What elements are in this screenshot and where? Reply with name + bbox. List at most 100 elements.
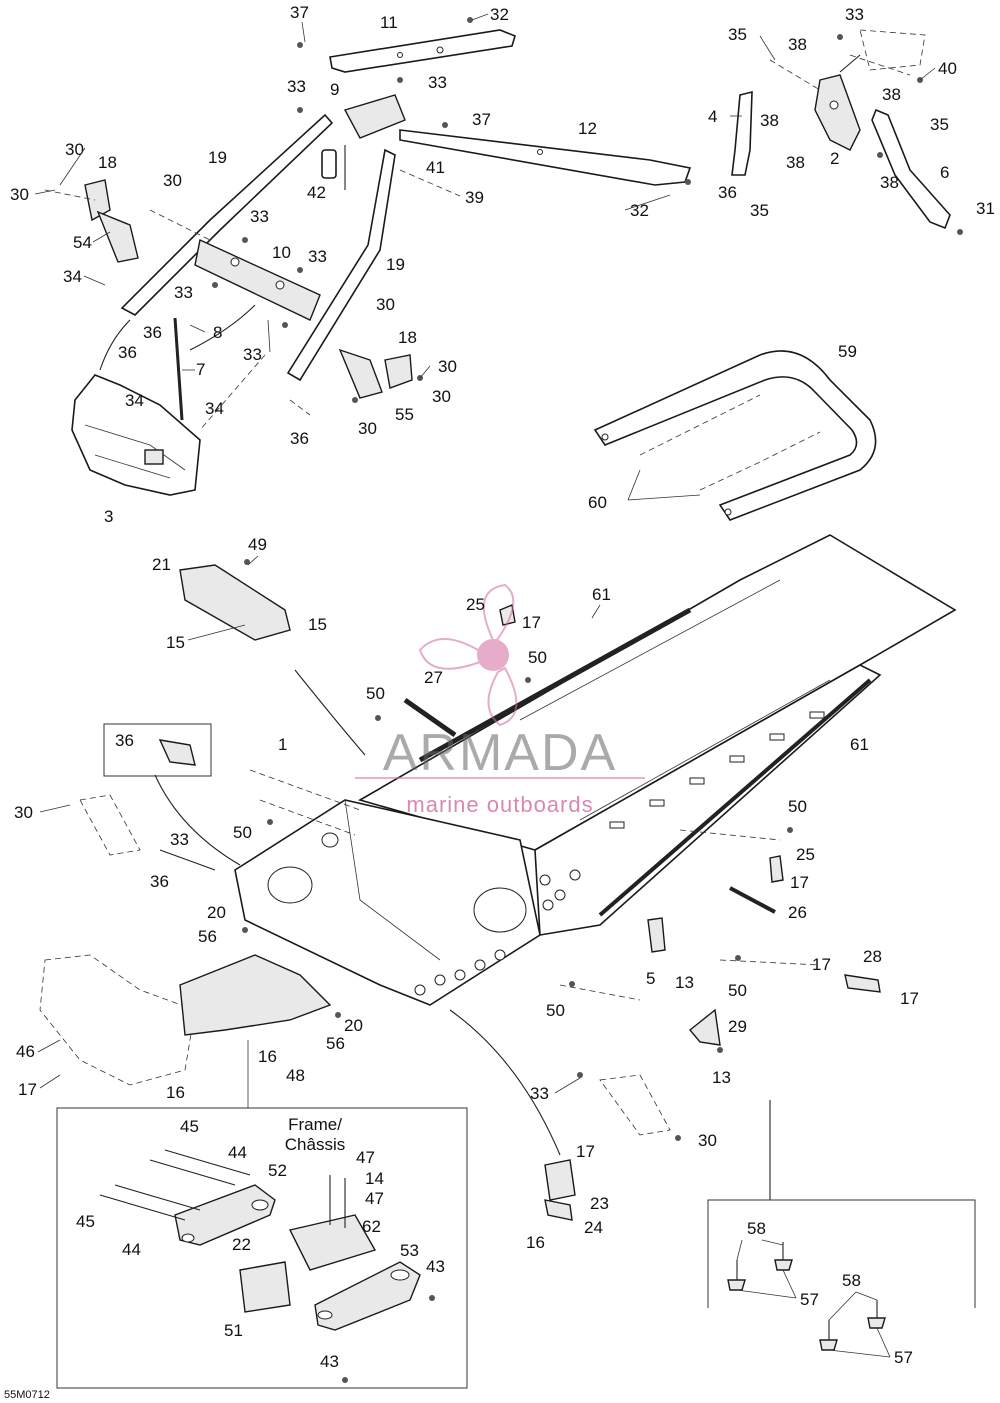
callout-label: 19	[208, 148, 227, 167]
callout-label: 38	[788, 35, 807, 54]
callout-label: 5	[646, 969, 655, 988]
inset-caption-line-2: Châssis	[285, 1135, 345, 1154]
assembly-arrow	[294, 669, 366, 756]
callout-label: 50	[788, 797, 807, 816]
assembly-arrow	[159, 849, 216, 871]
callout-label: 33	[170, 830, 189, 849]
callout-label: 43	[320, 1352, 339, 1371]
callout-label: 29	[728, 1017, 747, 1036]
callout-label: 9	[330, 80, 339, 99]
callout-label: 33	[287, 77, 306, 96]
callout-label: 45	[76, 1212, 95, 1231]
part-23-bracket	[544, 1159, 576, 1201]
watermark-brand: ARMADA	[383, 724, 617, 782]
ghost-part	[859, 29, 926, 71]
part-21-bracket	[179, 564, 291, 641]
part-3-label-plate	[144, 449, 164, 465]
callout-label: 41	[426, 158, 445, 177]
callout-label: 50	[728, 981, 747, 1000]
callout-label: 30	[65, 140, 84, 159]
part-36-detail-box	[103, 723, 212, 777]
callout-label: 39	[465, 188, 484, 207]
callout-label: 44	[122, 1240, 141, 1259]
callout-label: 33	[174, 283, 193, 302]
part-24-bracket	[544, 1199, 573, 1221]
tunnel-side-wall	[534, 664, 882, 936]
callout-label: 58	[842, 1271, 861, 1290]
callout-label: 57	[894, 1348, 913, 1367]
callout-label: 36	[115, 731, 134, 750]
callout-label: 56	[326, 1034, 345, 1053]
callout-label: 16	[166, 1083, 185, 1102]
callout-label: 42	[307, 183, 326, 202]
callout-label: 52	[268, 1161, 287, 1180]
callout-label: 1	[278, 735, 287, 754]
callout-label: 35	[728, 25, 747, 44]
part-7-rod	[173, 317, 184, 421]
figure-code: 55M0712	[4, 1389, 50, 1401]
callout-label: 47	[356, 1148, 375, 1167]
part-9-bracket	[343, 94, 406, 139]
callout-label: 47	[365, 1189, 384, 1208]
callout-label: 34	[205, 399, 224, 418]
callout-label: 25	[466, 595, 485, 614]
callout-label: 49	[248, 535, 267, 554]
callout-label: 35	[750, 201, 769, 220]
callout-label: 19	[386, 255, 405, 274]
callout-label: 14	[365, 1169, 384, 1188]
part-5-bracket	[647, 917, 666, 953]
stud-inset-box	[707, 1199, 976, 1308]
callout-label: 50	[546, 1001, 565, 1020]
callout-label: 11	[380, 13, 398, 32]
main-chassis-tunnel	[39, 534, 957, 1221]
assembly-arrow	[839, 54, 861, 73]
hardware-fasteners	[212, 17, 963, 1383]
callout-label: 33	[243, 345, 262, 364]
inset-long-bolts	[99, 1149, 251, 1221]
callout-label: 17	[812, 955, 831, 974]
callout-label: 62	[362, 1217, 381, 1236]
front-frame-assembly	[44, 29, 692, 496]
callout-label: 15	[166, 633, 185, 652]
callout-label: 13	[675, 973, 694, 992]
callout-label: 37	[472, 110, 491, 129]
tunnel-slots	[609, 711, 825, 829]
callout-label: 34	[63, 267, 82, 286]
callout-label: 45	[180, 1117, 199, 1136]
callout-label: 36	[290, 429, 309, 448]
callout-label: 36	[118, 343, 137, 362]
assembly-arrow	[154, 774, 241, 866]
callout-label: 44	[228, 1143, 247, 1162]
part-27-strip	[403, 697, 457, 738]
callout-label: 32	[490, 5, 509, 24]
callout-label: 40	[938, 59, 957, 78]
callout-label: 30	[358, 419, 377, 438]
part-6-arm	[871, 108, 951, 230]
lightening-holes	[414, 869, 581, 996]
callout-label: 33	[428, 73, 447, 92]
part-4-arm	[731, 90, 753, 176]
callout-label: 50	[366, 684, 385, 703]
callout-label: 50	[233, 823, 252, 842]
watermark: ARMADA marine outboards	[355, 583, 645, 817]
callout-label: 61	[592, 585, 611, 604]
callout-label: 59	[838, 342, 857, 361]
callout-label: 38	[786, 153, 805, 172]
callout-label: 6	[940, 163, 949, 182]
callout-label: 17	[18, 1080, 37, 1099]
callout-label: 43	[426, 1257, 445, 1276]
callout-label: 20	[207, 903, 226, 922]
callout-label: 33	[250, 207, 269, 226]
callout-label: 20	[344, 1016, 363, 1035]
part-11-upper-bar	[329, 29, 516, 73]
part-28-bracket	[844, 974, 881, 993]
callout-label: 34	[125, 391, 144, 410]
part-2-pivot-block	[814, 74, 861, 151]
callout-label: 50	[528, 648, 547, 667]
callout-label: 25	[796, 845, 815, 864]
callout-label: 8	[213, 323, 222, 342]
callout-label: 18	[98, 153, 117, 172]
inset-caption-line-1: Frame/	[288, 1115, 342, 1134]
callout-label: 17	[522, 613, 541, 632]
